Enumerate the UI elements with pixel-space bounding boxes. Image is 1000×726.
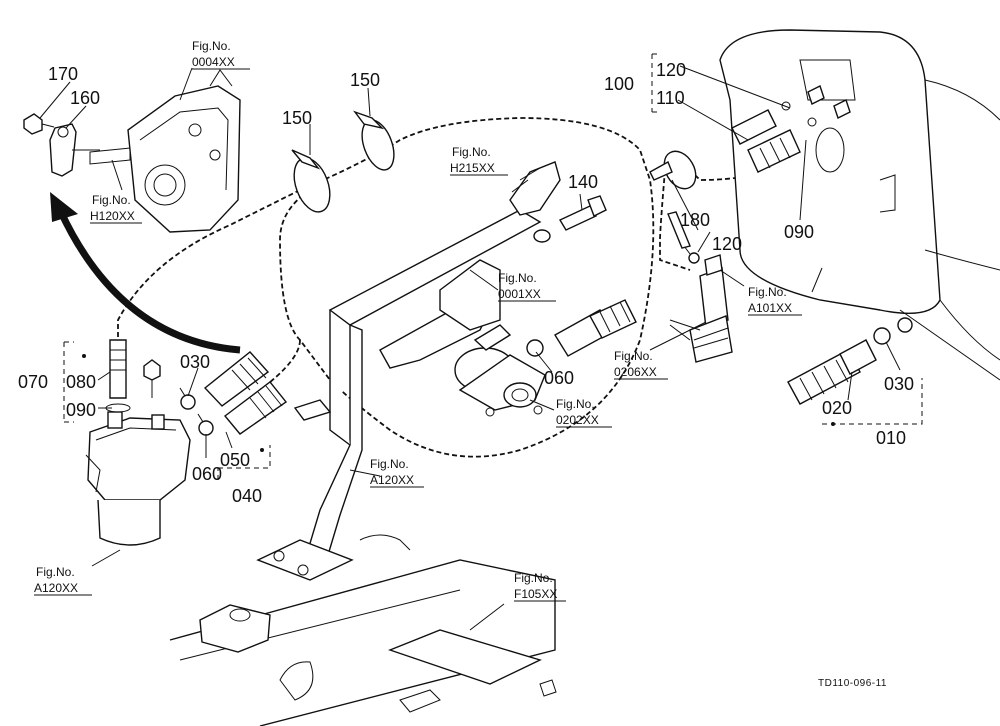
svg-text:0001XX: 0001XX — [498, 287, 541, 301]
svg-text:0004XX: 0004XX — [192, 55, 235, 69]
part-label-150-right: 150 — [350, 70, 380, 90]
fig-ref-f105: Fig.No. F105XX — [514, 571, 566, 602]
leader-lines — [39, 65, 901, 631]
svg-text:Fig.No.: Fig.No. — [92, 193, 131, 207]
part-label-090-right: 090 — [784, 222, 814, 242]
fig-ref-h215: Fig.No. H215XX — [450, 145, 508, 176]
part-label-020: 020 — [822, 398, 852, 418]
hose-110 — [731, 85, 851, 173]
filter-bolt — [143, 359, 161, 398]
part-label-030-left: 030 — [180, 352, 210, 372]
part-label-050: 050 — [220, 450, 250, 470]
part-label-040: 040 — [232, 486, 262, 506]
pipe-080 — [82, 339, 131, 413]
part-label-060-center: 060 — [544, 368, 574, 388]
svg-text:Fig.No.: Fig.No. — [556, 397, 595, 411]
svg-text:Fig.No.: Fig.No. — [36, 565, 75, 579]
clamp-band-150-right — [353, 110, 395, 171]
fig-ref-a101: Fig.No. A101XX — [748, 285, 802, 316]
fig-ref-0202: Fig.No. 0202XX — [556, 397, 612, 428]
hose-060-pump — [526, 299, 637, 357]
hose-050 — [203, 351, 288, 452]
fig-ref-h120: Fig.No. H120XX — [90, 193, 142, 224]
fuel-filter-drawing — [85, 411, 191, 546]
direction-arrow — [50, 192, 241, 354]
part-label-080: 080 — [66, 372, 96, 392]
figure-references: Fig.No. 0004XX Fig.No. H120XX Fig.No. H2… — [34, 39, 802, 602]
part-label-110: 110 — [656, 88, 685, 108]
fig-ref-0004: Fig.No. 0004XX — [192, 39, 250, 70]
part-number-labels: 170 160 150 150 140 100 120 110 180 090 … — [18, 60, 914, 506]
hose-010-assembly — [787, 327, 891, 426]
svg-text:Fig.No.: Fig.No. — [192, 39, 231, 53]
clamp-band-150-left — [291, 149, 331, 213]
fig-ref-a120-center: Fig.No. A120XX — [370, 457, 424, 488]
part-label-140: 140 — [568, 172, 598, 192]
svg-text:A120XX: A120XX — [370, 473, 414, 487]
clamp-120-lower — [683, 245, 700, 264]
part-label-120-lower: 120 — [712, 234, 742, 254]
svg-text:H120XX: H120XX — [90, 209, 135, 223]
svg-text:F105XX: F105XX — [514, 587, 557, 601]
svg-text:Fig.No.: Fig.No. — [514, 571, 553, 585]
fig-ref-0206: Fig.No. 0206XX — [614, 349, 668, 380]
part-label-120-upper: 120 — [656, 60, 686, 80]
svg-text:H215XX: H215XX — [450, 161, 495, 175]
pipe-vertical — [667, 211, 691, 249]
svg-text:0206XX: 0206XX — [614, 365, 657, 379]
part-label-160: 160 — [70, 88, 100, 108]
svg-text:Fig.No.: Fig.No. — [614, 349, 653, 363]
frame-drawing — [169, 534, 557, 726]
bolt-170 — [23, 113, 55, 135]
part-label-010: 010 — [876, 428, 906, 448]
svg-text:A120XX: A120XX — [34, 581, 78, 595]
drawing-code: TD110-096-11 — [818, 678, 887, 689]
part-label-060-left: 060 — [192, 464, 222, 484]
fuel-tank-drawing — [719, 29, 1000, 381]
svg-text:Fig.No.: Fig.No. — [452, 145, 491, 159]
engine-housing-drawing — [89, 69, 241, 233]
injector-drawing — [669, 254, 733, 363]
part-label-030-right: 030 — [884, 374, 914, 394]
svg-text:Fig.No.: Fig.No. — [498, 271, 537, 285]
svg-text:A101XX: A101XX — [748, 301, 792, 315]
hose-bracket-160 — [49, 123, 100, 177]
hose-clamps-030-060 — [179, 387, 214, 436]
part-label-170: 170 — [48, 64, 78, 84]
fig-ref-a120-left: Fig.No. A120XX — [34, 565, 92, 596]
svg-text:0202XX: 0202XX — [556, 413, 599, 427]
group-brackets — [63, 53, 923, 480]
bolt-140 — [533, 195, 607, 243]
svg-text:Fig.No.: Fig.No. — [370, 457, 409, 471]
part-label-100: 100 — [604, 74, 634, 94]
support-stand — [256, 209, 542, 581]
clamp-180 — [649, 150, 697, 190]
injection-pump-drawing — [454, 324, 546, 417]
part-label-150-left: 150 — [282, 108, 312, 128]
part-label-070: 070 — [18, 372, 48, 392]
svg-text:Fig.No.: Fig.No. — [748, 285, 787, 299]
fig-ref-0001: Fig.No. 0001XX — [498, 271, 556, 302]
part-label-090-left: 090 — [66, 400, 96, 420]
part-label-180: 180 — [680, 210, 710, 230]
bracket-h215 — [509, 161, 561, 216]
